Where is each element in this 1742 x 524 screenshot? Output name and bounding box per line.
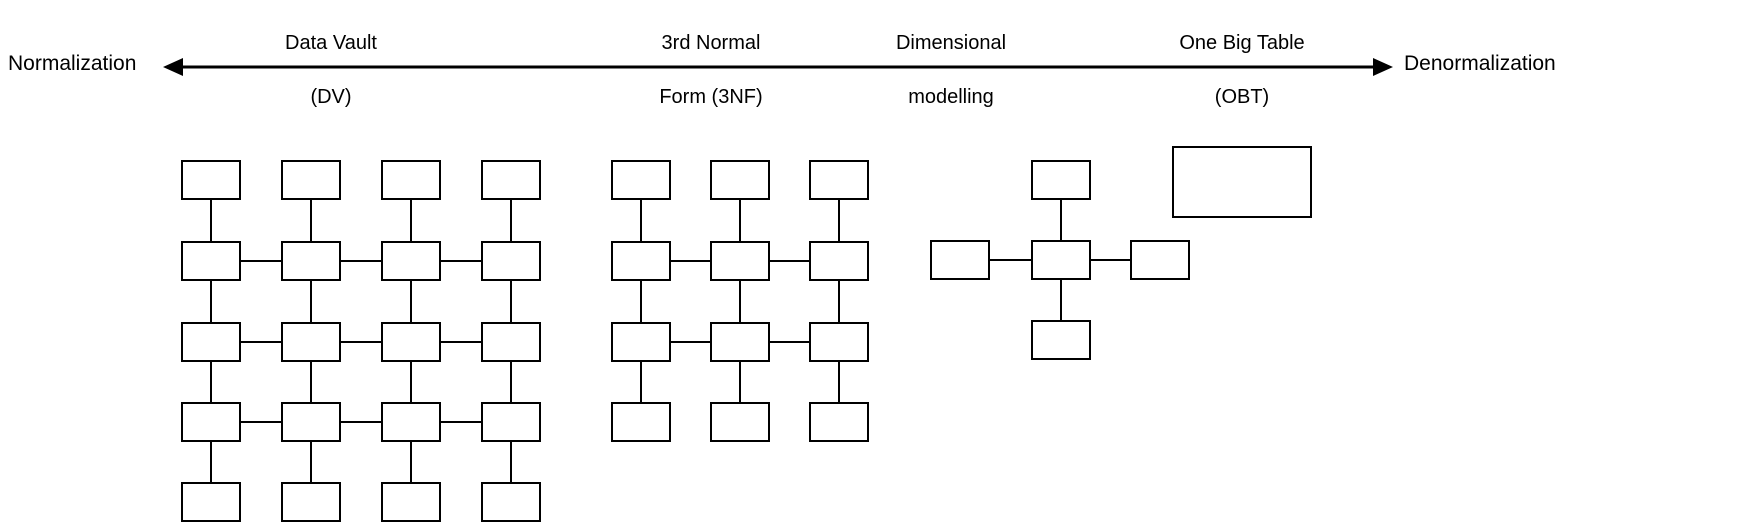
- third-normal-form-node: [611, 402, 671, 442]
- third-normal-form-node: [710, 160, 770, 200]
- data-vault-node: [481, 322, 541, 362]
- data-vault-node: [181, 241, 241, 281]
- third-normal-form-connector-vertical: [838, 281, 840, 322]
- data-vault-node: [281, 160, 341, 200]
- third-normal-form-node: [809, 160, 869, 200]
- data-vault-connector-vertical: [310, 442, 312, 482]
- data-vault-connector-vertical: [310, 362, 312, 402]
- group-label-one-big-table: One Big Table (OBT): [1092, 3, 1392, 138]
- axis-label-denormalization: Denormalization: [1404, 52, 1556, 75]
- group-label-dimensional-modelling-line1: Dimensional: [895, 32, 1007, 54]
- data-vault-node: [181, 482, 241, 522]
- data-vault-connector-horizontal: [441, 260, 481, 262]
- group-label-one-big-table-line2: (OBT): [1214, 86, 1270, 108]
- dimensional-connector-vertical: [1060, 280, 1062, 320]
- group-label-third-normal-form: 3rd Normal Form (3NF): [561, 3, 861, 138]
- data-vault-node: [281, 482, 341, 522]
- data-vault-node: [481, 482, 541, 522]
- group-label-third-normal-form-line2: Form (3NF): [659, 86, 763, 108]
- third-normal-form-node: [611, 241, 671, 281]
- double-headed-arrow-icon: [163, 58, 1393, 76]
- group-label-dimensional-modelling: Dimensional modelling: [811, 3, 1091, 138]
- dimensional-dimension-node: [1130, 240, 1190, 280]
- third-normal-form-node: [809, 322, 869, 362]
- data-vault-connector-horizontal: [441, 421, 481, 423]
- data-vault-connector-vertical: [410, 281, 412, 322]
- group-label-dimensional-modelling-line2: modelling: [908, 86, 994, 108]
- dimensional-connector-vertical: [1060, 200, 1062, 240]
- third-normal-form-connector-vertical: [838, 362, 840, 402]
- dimensional-fact-node: [1031, 240, 1091, 280]
- axis-label-normalization: Normalization: [8, 52, 137, 75]
- dimensional-connector-horizontal: [990, 259, 1031, 261]
- data-vault-connector-vertical: [510, 442, 512, 482]
- group-label-data-vault: Data Vault (DV): [181, 3, 481, 138]
- third-normal-form-node: [611, 322, 671, 362]
- data-vault-connector-horizontal: [341, 341, 381, 343]
- data-vault-node: [281, 402, 341, 442]
- data-vault-connector-vertical: [410, 200, 412, 241]
- dimensional-connector-horizontal: [1091, 259, 1130, 261]
- data-vault-connector-horizontal: [241, 341, 281, 343]
- data-vault-connector-vertical: [210, 281, 212, 322]
- data-vault-node: [381, 322, 441, 362]
- third-normal-form-connector-vertical: [838, 200, 840, 241]
- third-normal-form-connector-horizontal: [671, 341, 710, 343]
- group-label-third-normal-form-line1: 3rd Normal: [661, 32, 761, 54]
- third-normal-form-connector-vertical: [739, 200, 741, 241]
- third-normal-form-connector-horizontal: [770, 260, 809, 262]
- third-normal-form-connector-vertical: [739, 281, 741, 322]
- third-normal-form-connector-vertical: [640, 281, 642, 322]
- third-normal-form-node: [809, 241, 869, 281]
- data-vault-connector-vertical: [410, 442, 412, 482]
- data-vault-connector-vertical: [510, 362, 512, 402]
- group-label-data-vault-line2: (DV): [310, 86, 352, 108]
- third-normal-form-node: [611, 160, 671, 200]
- dimensional-dimension-node: [1031, 160, 1091, 200]
- dimensional-dimension-node: [1031, 320, 1091, 360]
- third-normal-form-node: [710, 322, 770, 362]
- data-vault-node: [281, 241, 341, 281]
- data-vault-node: [381, 160, 441, 200]
- data-vault-connector-horizontal: [341, 421, 381, 423]
- third-normal-form-connector-horizontal: [671, 260, 710, 262]
- data-vault-node: [181, 402, 241, 442]
- data-vault-connector-vertical: [210, 200, 212, 241]
- data-vault-node: [481, 241, 541, 281]
- third-normal-form-node: [710, 402, 770, 442]
- data-vault-connector-horizontal: [241, 260, 281, 262]
- data-vault-node: [481, 160, 541, 200]
- third-normal-form-connector-vertical: [640, 362, 642, 402]
- data-vault-node: [381, 482, 441, 522]
- data-vault-connector-horizontal: [341, 260, 381, 262]
- data-vault-connector-vertical: [510, 281, 512, 322]
- data-vault-connector-horizontal: [241, 421, 281, 423]
- group-label-data-vault-line1: Data Vault: [285, 32, 377, 54]
- data-vault-node: [281, 322, 341, 362]
- data-vault-node: [381, 241, 441, 281]
- data-vault-node: [481, 402, 541, 442]
- one-big-table-box: [1172, 146, 1312, 218]
- third-normal-form-connector-vertical: [640, 200, 642, 241]
- data-vault-node: [181, 322, 241, 362]
- dimensional-dimension-node: [930, 240, 990, 280]
- data-vault-connector-vertical: [410, 362, 412, 402]
- data-vault-connector-vertical: [210, 362, 212, 402]
- data-vault-connector-horizontal: [441, 341, 481, 343]
- data-vault-connector-vertical: [310, 281, 312, 322]
- third-normal-form-connector-horizontal: [770, 341, 809, 343]
- third-normal-form-connector-vertical: [739, 362, 741, 402]
- third-normal-form-node: [809, 402, 869, 442]
- group-label-one-big-table-line1: One Big Table: [1179, 32, 1305, 54]
- data-vault-connector-vertical: [310, 200, 312, 241]
- data-vault-node: [381, 402, 441, 442]
- data-vault-node: [181, 160, 241, 200]
- data-vault-connector-vertical: [210, 442, 212, 482]
- data-vault-connector-vertical: [510, 200, 512, 241]
- third-normal-form-node: [710, 241, 770, 281]
